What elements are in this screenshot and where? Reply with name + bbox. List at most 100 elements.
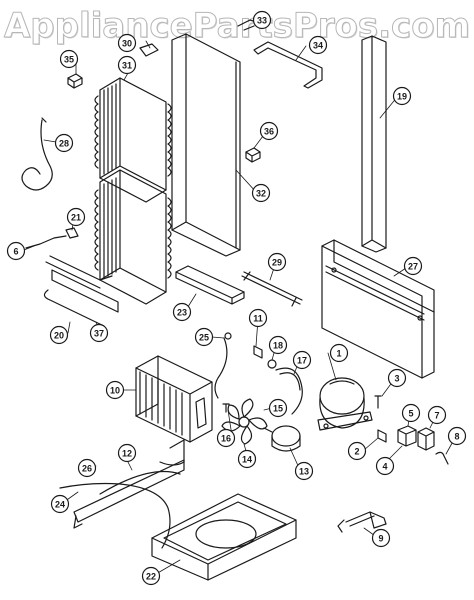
drain-tube: [59, 482, 171, 549]
svg-text:26: 26: [82, 464, 92, 474]
callout-28: 28: [54, 133, 74, 153]
filter-drier: [337, 511, 387, 533]
svg-text:17: 17: [297, 356, 307, 366]
drain-tube-bracket: [73, 439, 185, 529]
svg-text:5: 5: [408, 409, 413, 419]
svg-text:8: 8: [454, 432, 459, 442]
svg-text:4: 4: [382, 462, 387, 472]
thermostat-wire: [25, 235, 67, 249]
svg-text:22: 22: [146, 572, 156, 582]
relay-clip: [435, 451, 449, 465]
callout-25: 25: [194, 327, 214, 347]
callout-17: 17: [292, 350, 312, 370]
callout-34: 34: [308, 35, 328, 55]
defrost-heater: [241, 271, 303, 307]
fan-motor: [263, 425, 301, 452]
svg-text:7: 7: [434, 411, 439, 421]
handle-bar: [253, 41, 323, 89]
svg-text:35: 35: [64, 55, 74, 65]
callout-31: 31: [117, 55, 137, 75]
nut: [267, 359, 277, 369]
svg-text:27: 27: [408, 262, 418, 272]
callout-16: 16: [216, 428, 236, 448]
svg-text:14: 14: [242, 455, 252, 465]
callout-36: 36: [259, 121, 279, 141]
callout-15: 15: [268, 398, 288, 418]
svg-text:10: 10: [110, 386, 120, 396]
callout-20: 20: [49, 325, 69, 345]
svg-text:24: 24: [55, 500, 65, 510]
svg-text:36: 36: [264, 127, 274, 137]
svg-text:9: 9: [378, 534, 383, 544]
mount-bolt: [374, 395, 382, 409]
svg-text:21: 21: [71, 213, 81, 223]
callout-30: 30: [117, 33, 137, 53]
svg-text:13: 13: [299, 467, 309, 477]
evaporator-coil-upper: [94, 77, 172, 203]
callout-3: 3: [387, 368, 407, 388]
callout-37: 37: [89, 323, 109, 343]
svg-text:12: 12: [122, 449, 132, 459]
svg-text:29: 29: [272, 258, 282, 268]
callout-7: 7: [427, 405, 447, 425]
fan-blade: [221, 398, 268, 445]
thermostat-clip: [65, 227, 79, 239]
compressor: [317, 377, 373, 431]
fan-screw: [222, 403, 230, 413]
svg-text:19: 19: [397, 92, 407, 102]
capillary-tube: [21, 119, 53, 191]
svg-text:28: 28: [59, 139, 69, 149]
svg-text:3: 3: [394, 374, 399, 384]
sensor-block: [245, 147, 261, 163]
callout-12: 12: [117, 443, 137, 463]
svg-text:37: 37: [94, 329, 104, 339]
callout-11: 11: [248, 308, 268, 328]
fan-bracket: [275, 367, 303, 415]
condenser-coil: [135, 355, 213, 443]
callout-24: 24: [50, 494, 70, 514]
callout-21: 21: [66, 207, 86, 227]
callout-9: 9: [371, 528, 391, 548]
compressor-grommet: [377, 429, 387, 443]
condenser-wire: [214, 337, 228, 399]
callout-27: 27: [403, 256, 423, 276]
overload-protector: [417, 427, 435, 451]
svg-text:23: 23: [177, 308, 187, 318]
callout-33: 33: [252, 10, 272, 30]
svg-text:18: 18: [273, 341, 283, 351]
svg-text:32: 32: [256, 189, 266, 199]
callout-5: 5: [401, 403, 421, 423]
svg-text:6: 6: [13, 247, 18, 257]
drain-pan: [151, 493, 297, 581]
machine-panel: [321, 239, 435, 379]
callout-35: 35: [59, 49, 79, 69]
insulation-block: [67, 73, 83, 89]
svg-text:31: 31: [122, 61, 132, 71]
callout-18: 18: [268, 335, 288, 355]
callout-29: 29: [267, 252, 287, 272]
evap-bracket: [139, 43, 159, 57]
svg-text:11: 11: [253, 314, 263, 324]
glide-rail: [51, 269, 119, 313]
foam-strip: [361, 35, 387, 253]
svg-text:15: 15: [273, 404, 283, 414]
drain-trough: [175, 265, 245, 305]
callout-22: 22: [141, 566, 161, 586]
evaporator-coil-lower: [94, 169, 172, 305]
callout-6: 6: [6, 241, 26, 261]
callout-19: 19: [392, 86, 412, 106]
svg-text:16: 16: [221, 434, 231, 444]
grommet: [253, 345, 263, 359]
callout-8: 8: [447, 426, 467, 446]
start-relay: [397, 425, 417, 447]
svg-text:20: 20: [54, 331, 64, 341]
svg-text:25: 25: [199, 333, 209, 343]
shelf-rod: [43, 255, 113, 327]
svg-text:34: 34: [313, 41, 323, 51]
callout-1: 1: [329, 343, 349, 363]
callout-4: 4: [375, 456, 395, 476]
evaporator-cover-panel: [171, 33, 241, 257]
watermark-logo: AppliancePartsPros.com: [3, 6, 470, 47]
